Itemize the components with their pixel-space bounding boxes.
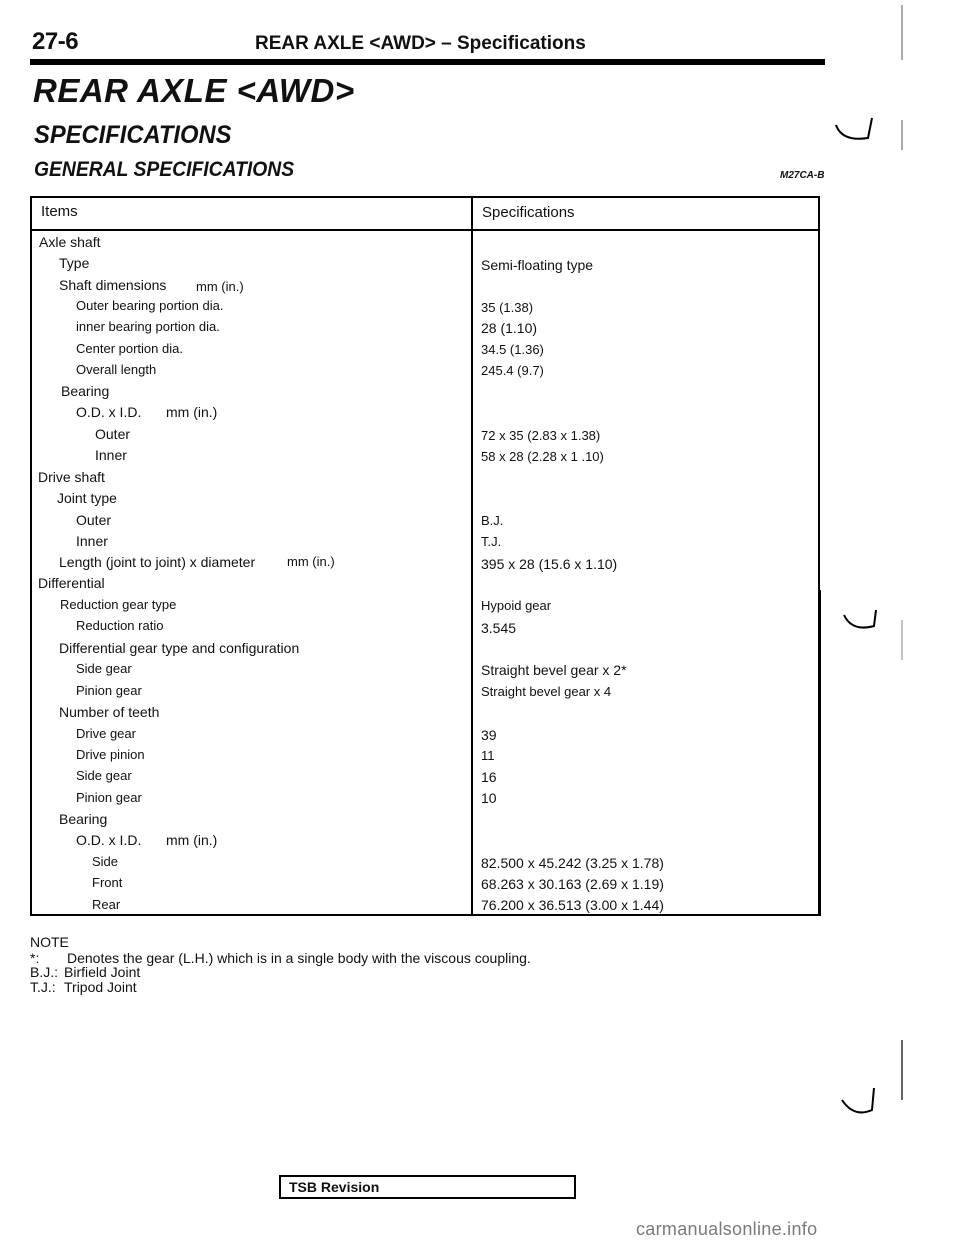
specifications-header: Specifications — [482, 204, 575, 221]
row-item: Differential gear type and configuration — [59, 640, 300, 656]
row-item: Pinion gear — [76, 790, 142, 805]
note-key: B.J.: — [30, 964, 59, 980]
page-title: REAR AXLE <AWD> — [33, 72, 355, 109]
row-value: B.J. — [481, 513, 504, 528]
row-value: Straight bevel gear x 4 — [481, 684, 612, 699]
row-item: Side — [92, 854, 119, 869]
row-item: Length (joint to joint) x diameter — [59, 554, 256, 570]
binding-hook-icon — [841, 1087, 875, 1114]
header-rule — [30, 59, 825, 65]
row-item: Drive gear — [76, 726, 136, 741]
row-item: Type — [59, 255, 90, 271]
row-item: Rear — [92, 897, 121, 912]
row-value: Hypoid gear — [481, 598, 552, 613]
table-right-edge — [818, 590, 821, 916]
row-unit: mm (in.) — [166, 404, 218, 420]
row-value: 3.545 — [481, 620, 517, 636]
row-item: Reduction ratio — [76, 618, 164, 633]
subsection-title: GENERAL SPECIFICATIONS — [34, 158, 295, 181]
row-value: 28 (1.10) — [481, 320, 538, 336]
row-item: O.D. x I.D. — [76, 404, 142, 420]
note-text: Birfield Joint — [64, 964, 141, 980]
row-value: Straight bevel gear x 2* — [481, 662, 627, 678]
row-item: Side gear — [76, 661, 132, 676]
row-unit: mm (in.) — [166, 832, 218, 848]
row-item: Bearing — [61, 383, 110, 399]
note-key: *: — [30, 950, 40, 966]
tsb-revision-box: TSB Revision — [279, 1175, 576, 1199]
note-text: Denotes the gear (L.H.) which is in a si… — [67, 950, 531, 966]
row-value: 72 x 35 (2.83 x 1.38) — [481, 428, 601, 443]
row-item: Front — [92, 875, 123, 890]
row-value: 34.5 (1.36) — [481, 342, 544, 357]
row-item: Overall length — [76, 362, 157, 377]
watermark: carmanualsonline.info — [636, 1219, 818, 1239]
row-item: Pinion gear — [76, 683, 142, 698]
row-value: 10 — [481, 790, 497, 806]
row-item: Bearing — [59, 811, 108, 827]
items-header: Items — [41, 203, 78, 220]
table-column-divider — [471, 196, 473, 916]
page-number: 27-6 — [32, 28, 79, 55]
row-value: 16 — [481, 769, 497, 785]
row-item: Inner — [95, 447, 127, 463]
row-item: Inner — [76, 533, 108, 549]
table-header-divider — [30, 229, 820, 231]
row-item: Reduction gear type — [60, 597, 177, 612]
row-value: 395 x 28 (15.6 x 1.10) — [481, 556, 618, 572]
binding-hook-icon — [843, 609, 877, 629]
row-unit: mm (in.) — [287, 554, 335, 569]
row-value: Semi-floating type — [481, 257, 594, 273]
row-value: 11 — [481, 748, 495, 763]
row-item: Axle shaft — [39, 234, 101, 250]
margin-binding-marks — [835, 5, 903, 1114]
row-item: Differential — [38, 575, 105, 591]
row-item: Center portion dia. — [76, 341, 183, 356]
row-item: Outer bearing portion dia. — [76, 298, 224, 313]
row-value: 82.500 x 45.242 (3.25 x 1.78) — [481, 855, 664, 871]
row-value: 68.263 x 30.163 (2.69 x 1.19) — [481, 876, 664, 892]
row-item: Outer — [95, 426, 131, 442]
section-code: M27CA-B — [780, 170, 825, 181]
binding-hook-icon — [835, 117, 873, 140]
row-value: 245.4 (9.7) — [481, 363, 544, 378]
row-value: 76.200 x 36.513 (3.00 x 1.44) — [481, 897, 664, 913]
spec-table — [30, 196, 820, 916]
row-unit: mm (in.) — [196, 279, 244, 294]
row-item: Shaft dimensions — [59, 277, 167, 293]
row-value: 58 x 28 (2.28 x 1 .10) — [481, 449, 604, 464]
row-item: Side gear — [76, 768, 132, 783]
row-item: inner bearing portion dia. — [76, 319, 220, 334]
row-value: 39 — [481, 727, 497, 743]
row-value: 35 (1.38) — [481, 300, 534, 315]
note-key: T.J.: — [30, 979, 56, 995]
row-item: Drive shaft — [38, 469, 105, 485]
row-item: Number of teeth — [59, 704, 160, 720]
note-text: Tripod Joint — [64, 979, 137, 995]
row-item: O.D. x I.D. — [76, 832, 142, 848]
row-value: T.J. — [481, 534, 502, 549]
row-item: Drive pinion — [76, 747, 145, 762]
note-heading: NOTE — [30, 934, 69, 950]
row-item: Outer — [76, 512, 112, 528]
row-item: Joint type — [57, 490, 117, 506]
section-title: SPECIFICATIONS — [34, 121, 232, 149]
running-header-title: REAR AXLE <AWD> – Specifications — [255, 33, 586, 54]
